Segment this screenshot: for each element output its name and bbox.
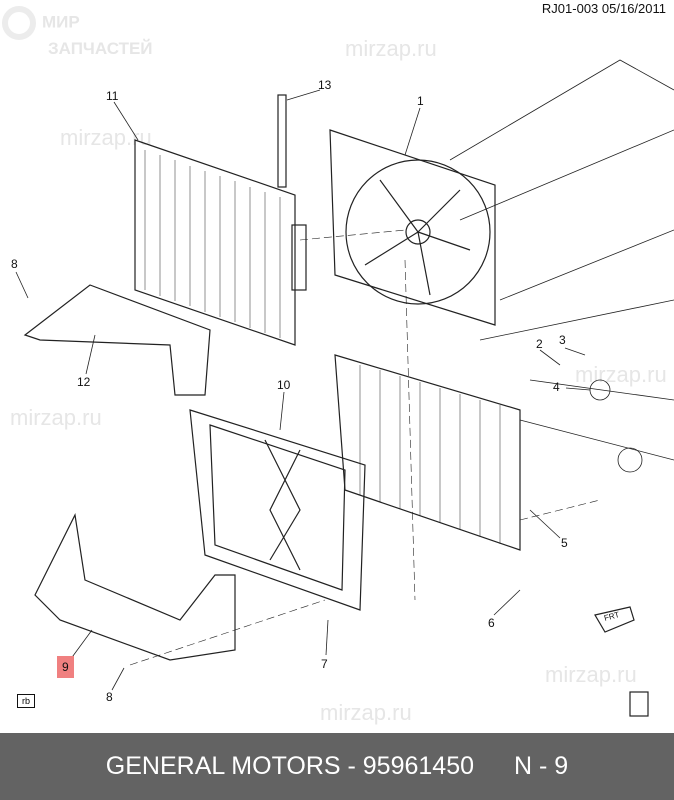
manual-icon — [629, 691, 649, 717]
callout-6[interactable]: 6 — [488, 616, 495, 630]
diagram-code: RJ01-003 05/16/2011 — [541, 1, 666, 16]
watermark-url: mirzap.ru — [345, 36, 437, 61]
callout-1[interactable]: 1 — [417, 94, 424, 108]
callout-5[interactable]: 5 — [561, 536, 568, 550]
part-title: GENERAL MOTORS - 95961450 — [105, 752, 475, 780]
callout-12[interactable]: 12 — [77, 375, 91, 389]
callout-2[interactable]: 2 — [536, 337, 543, 351]
callout-11[interactable]: 11 — [106, 89, 119, 103]
callout-4[interactable]: 4 — [553, 380, 560, 394]
watermark-url: mirzap.ru — [320, 700, 412, 725]
air-deflector-lower — [34, 513, 236, 661]
callout-7[interactable]: 7 — [321, 657, 328, 671]
radiator-frame — [189, 409, 366, 611]
condenser — [134, 139, 307, 346]
callout-8[interactable]: 8 — [11, 257, 18, 271]
watermark-url: mirzap.ru — [545, 662, 637, 687]
part-reference: N - 9 — [514, 752, 569, 780]
front-arrow-icon — [594, 606, 635, 633]
seal — [277, 94, 287, 188]
air-deflector-upper — [23, 284, 211, 396]
callout-3[interactable]: 3 — [559, 333, 566, 347]
callout-9-highlighted[interactable]: 9 — [57, 656, 74, 678]
watermark-url: mirzap.ru — [10, 405, 102, 430]
callout-8-lower[interactable]: 8 — [106, 690, 113, 704]
parts-drawing — [15, 59, 674, 717]
rb-badge: rb — [17, 694, 36, 708]
footer-bar: GENERAL MOTORS - 95961450 N - 9 — [0, 733, 674, 800]
fan-shroud — [329, 129, 496, 326]
leader-lines — [15, 89, 591, 691]
alignment-lines — [129, 229, 601, 666]
radiator — [334, 354, 521, 551]
watermark-url: mirzap.ru — [575, 362, 667, 387]
callout-13[interactable]: 13 — [318, 78, 332, 92]
body-structure — [449, 59, 674, 473]
callout-10[interactable]: 10 — [277, 378, 291, 392]
